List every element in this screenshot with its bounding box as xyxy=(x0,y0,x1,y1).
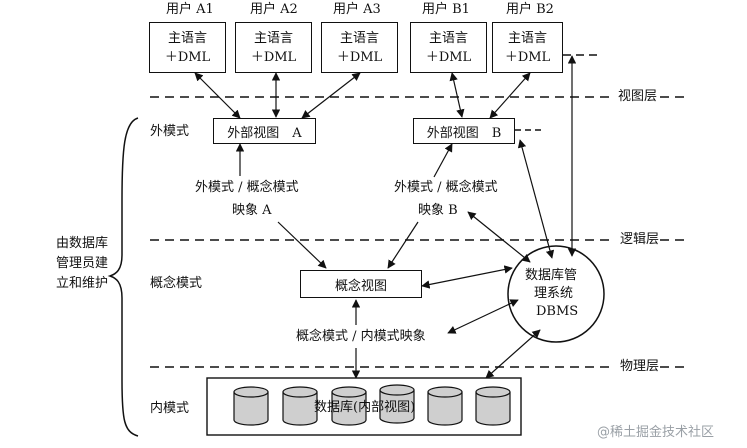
logic-layer-label: 逻辑层 xyxy=(620,232,660,247)
cylinder-3 xyxy=(331,392,367,426)
left-brace xyxy=(107,117,139,437)
mapping-conceptual-internal: 概念模式 / 内模式映象 xyxy=(296,329,426,344)
cylinder-6 xyxy=(475,392,511,426)
user-a1-box: 主语言 ＋DML xyxy=(149,22,226,73)
dbms-line3: DBMS xyxy=(536,304,579,319)
arrow-dbms-extB xyxy=(517,139,555,259)
mapping-b-line1: 外模式 / 概念模式 xyxy=(394,180,498,195)
external-view-b: 外部视图 B xyxy=(413,118,515,144)
user-a3-line1: 主语言 xyxy=(339,30,379,46)
user-b2-label: 用户 B2 xyxy=(506,2,554,17)
physical-layer-label: 物理层 xyxy=(620,359,660,374)
user-b1-line2: ＋DML xyxy=(425,49,472,65)
user-a3-box: 主语言 ＋DML xyxy=(321,22,398,73)
database-cylinders xyxy=(233,384,511,426)
database-label: 数据库(内部视图) xyxy=(314,400,416,415)
conceptual-schema-label: 概念模式 xyxy=(150,276,203,291)
conceptual-view-box: 概念视图 xyxy=(300,270,422,298)
arrow-a3-extA xyxy=(301,72,361,119)
cylinder-2 xyxy=(282,392,318,426)
cylinder-3-top xyxy=(331,386,367,398)
arrow-dbms-db xyxy=(485,329,541,379)
dba-label-line2: 管理员建 xyxy=(56,256,109,271)
watermark-text: @稀土掘金技术社区 xyxy=(597,425,715,440)
view-layer-label: 视图层 xyxy=(618,89,658,104)
user-b1-line1: 主语言 xyxy=(428,30,468,46)
cylinder-5-top xyxy=(427,386,463,398)
user-b2-line2: ＋DML xyxy=(504,49,551,65)
dbms-circle xyxy=(507,245,605,343)
user-b1-label: 用户 B1 xyxy=(422,2,470,17)
user-a2-line1: 主语言 xyxy=(253,30,293,46)
cylinder-2-top xyxy=(282,386,318,398)
dbms-line2: 理系统 xyxy=(534,286,574,301)
arrow-dbms-mapB xyxy=(467,211,531,263)
cylinder-1 xyxy=(233,392,269,426)
cylinder-6-top xyxy=(475,386,511,398)
dba-label-line3: 立和维护 xyxy=(56,276,109,291)
cylinder-4-top xyxy=(379,384,415,396)
user-a1-line1: 主语言 xyxy=(167,30,207,46)
arrow-dbms-mapCI xyxy=(447,299,519,334)
arrow-dbms-concept xyxy=(421,265,513,289)
dbms-line1: 数据库管 xyxy=(525,268,578,283)
user-a2-line2: ＋DML xyxy=(250,49,297,65)
user-b1-box: 主语言 ＋DML xyxy=(410,22,487,73)
user-b2-box: 主语言 ＋DML xyxy=(492,22,563,73)
user-a2-label: 用户 A2 xyxy=(250,2,298,17)
arrow-b1-extB xyxy=(449,72,465,118)
external-schema-label: 外模式 xyxy=(150,124,190,139)
arrow-mapA-concept xyxy=(277,221,327,269)
arrow-extB-mapB xyxy=(433,143,453,178)
user-a3-line2: ＋DML xyxy=(336,49,383,65)
user-a1-line2: ＋DML xyxy=(164,49,211,65)
user-a2-box: 主语言 ＋DML xyxy=(235,22,312,73)
cylinder-5 xyxy=(427,392,463,426)
user-a3-label: 用户 A3 xyxy=(333,2,381,17)
external-view-a: 外部视图 A xyxy=(213,118,316,144)
cylinder-1-top xyxy=(233,386,269,398)
internal-schema-label: 内模式 xyxy=(150,401,190,416)
user-b2-line1: 主语言 xyxy=(507,30,547,46)
mapping-a-line1: 外模式 / 概念模式 xyxy=(195,180,299,195)
mapping-b-line2: 映象 B xyxy=(418,203,458,218)
user-a1-label: 用户 A1 xyxy=(166,2,214,17)
arrow-b2-extB xyxy=(489,72,531,119)
arrow-mapB-concept xyxy=(387,221,419,269)
cylinder-4 xyxy=(379,390,415,424)
mapping-a-line2: 映象 A xyxy=(232,203,272,218)
arrow-a1-extA xyxy=(194,72,241,119)
dba-label-line1: 由数据库 xyxy=(56,236,109,251)
